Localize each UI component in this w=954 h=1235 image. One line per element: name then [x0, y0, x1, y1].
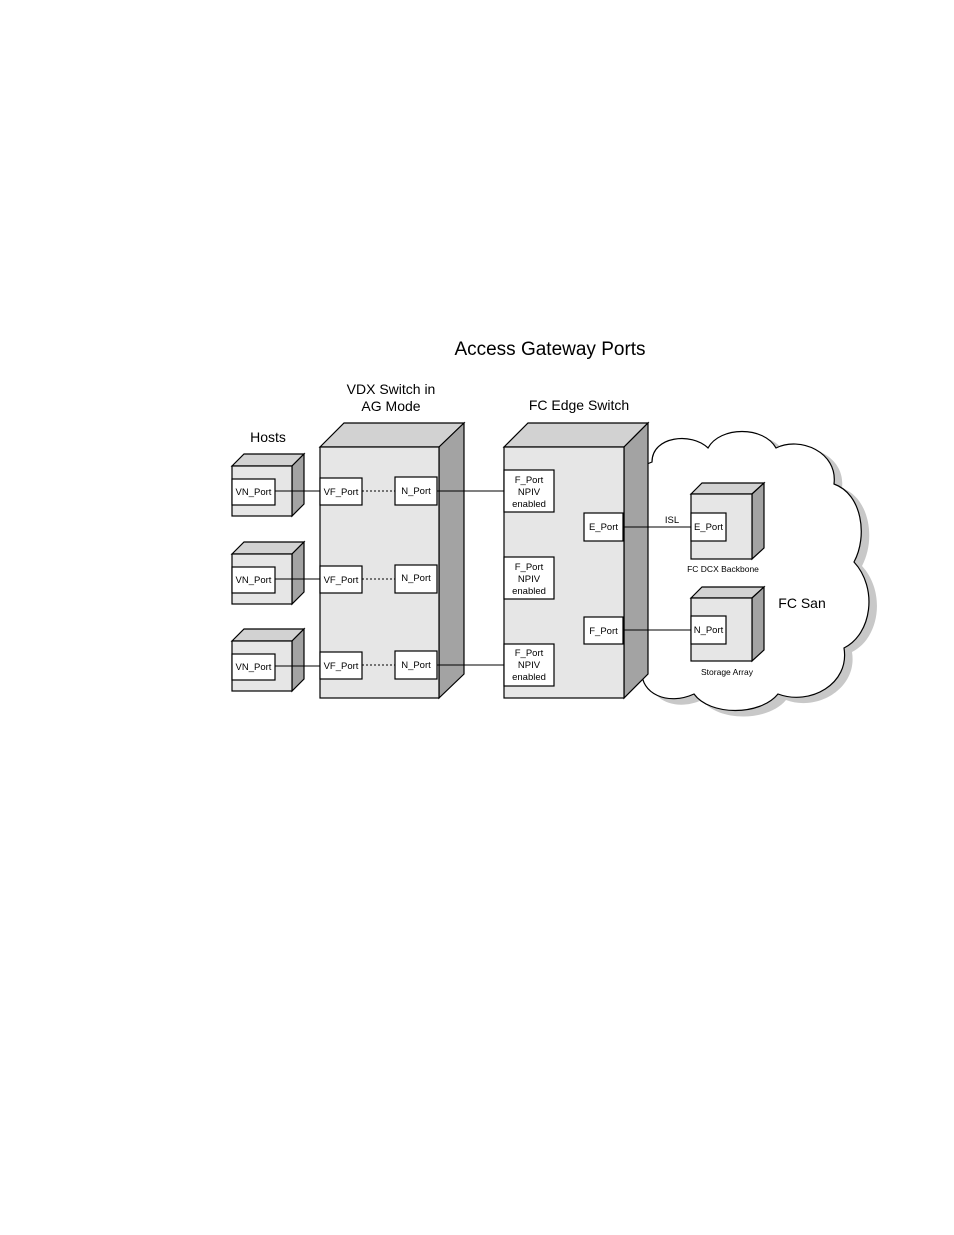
svg-text:E_Port: E_Port — [589, 522, 618, 533]
storage-n-port: N_Port — [691, 616, 726, 644]
vf-port-3: VF_Port — [320, 652, 362, 679]
svg-text:enabled: enabled — [512, 499, 546, 510]
vn-port-1: VN_Port — [232, 479, 275, 505]
svg-text:N_Port: N_Port — [694, 625, 724, 636]
vdx-header-line2: AG Mode — [361, 398, 420, 414]
svg-text:E_Port: E_Port — [694, 522, 723, 533]
vn-port-3: VN_Port — [232, 654, 275, 680]
vf-port-1: VF_Port — [320, 478, 362, 505]
svg-text:VF_Port: VF_Port — [324, 575, 359, 586]
svg-text:VF_Port: VF_Port — [324, 661, 359, 672]
backbone-e-port: E_Port — [691, 513, 726, 541]
svg-text:VN_Port: VN_Port — [236, 575, 272, 586]
n-port-2: N_Port — [395, 565, 437, 593]
n-port-1: N_Port — [395, 477, 437, 505]
fc-san-label: FC San — [778, 595, 825, 611]
svg-text:F_Port: F_Port — [515, 648, 544, 659]
svg-text:F_Port: F_Port — [515, 475, 544, 486]
svg-text:F_Port: F_Port — [515, 562, 544, 573]
svg-text:VN_Port: VN_Port — [236, 662, 272, 673]
fc-edge-header: FC Edge Switch — [529, 397, 629, 413]
svg-text:VN_Port: VN_Port — [236, 487, 272, 498]
storage-label: Storage Array — [701, 667, 754, 677]
svg-text:NPIV: NPIV — [518, 574, 541, 585]
vdx-header-line1: VDX Switch in — [347, 381, 436, 397]
svg-text:N_Port: N_Port — [401, 486, 431, 497]
svg-text:enabled: enabled — [512, 586, 546, 597]
svg-text:enabled: enabled — [512, 672, 546, 683]
svg-text:NPIV: NPIV — [518, 660, 541, 671]
vf-port-2: VF_Port — [320, 566, 362, 593]
backbone-label: FC DCX Backbone — [687, 564, 759, 574]
n-port-3: N_Port — [395, 651, 437, 679]
svg-text:NPIV: NPIV — [518, 487, 541, 498]
diagram-title: Access Gateway Ports — [454, 339, 645, 360]
hosts-header: Hosts — [250, 429, 286, 445]
f-port-npiv-1: F_Port NPIV enabled — [504, 470, 554, 512]
isl-label: ISL — [665, 515, 679, 526]
svg-text:N_Port: N_Port — [401, 573, 431, 584]
fc-san-cloud — [631, 432, 877, 717]
edge-e-port: E_Port — [584, 513, 623, 541]
svg-text:N_Port: N_Port — [401, 660, 431, 671]
svg-text:F_Port: F_Port — [589, 626, 618, 637]
edge-f-port: F_Port — [584, 617, 623, 644]
f-port-npiv-2: F_Port NPIV enabled — [504, 557, 554, 599]
svg-text:VF_Port: VF_Port — [324, 487, 359, 498]
vn-port-2: VN_Port — [232, 567, 275, 593]
f-port-npiv-3: F_Port NPIV enabled — [504, 644, 554, 686]
